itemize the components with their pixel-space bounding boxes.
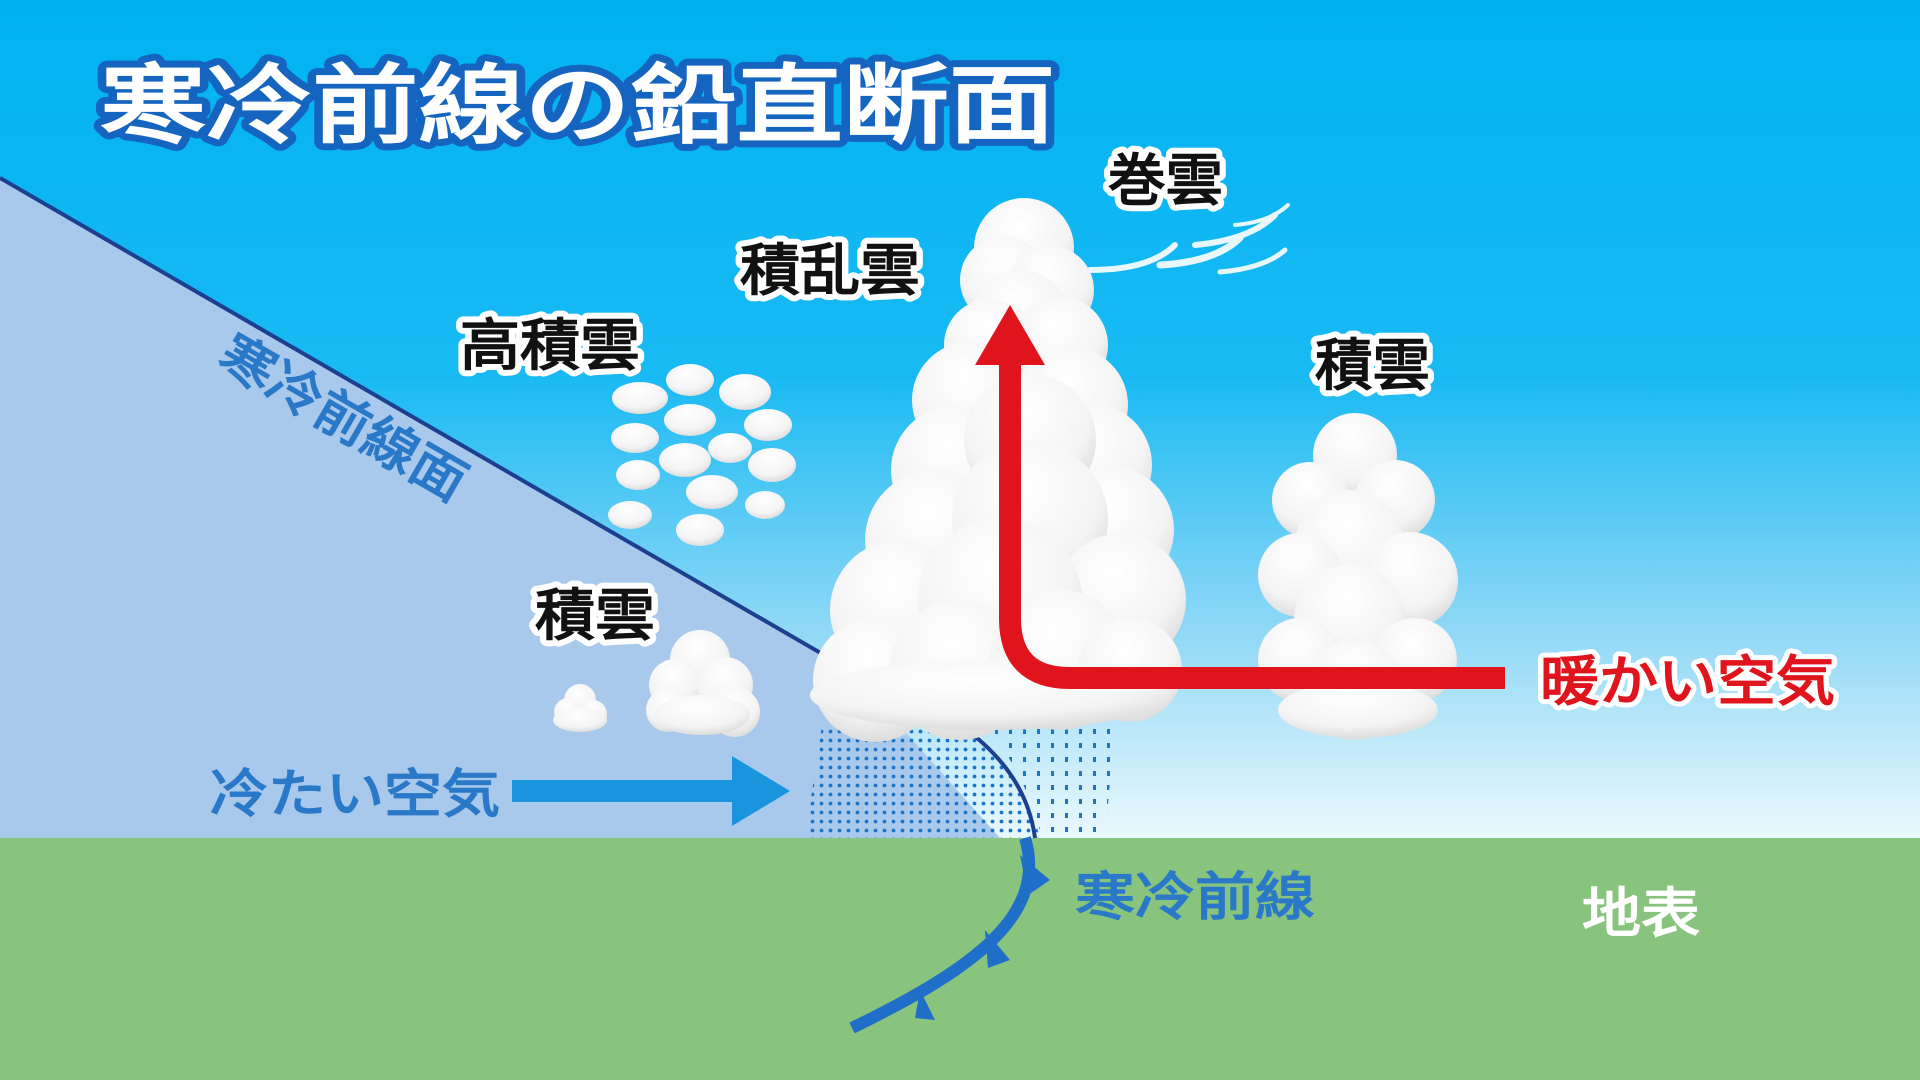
label-cirrus: 巻雲 <box>1108 149 1223 214</box>
cold-front-triangle <box>1020 855 1050 895</box>
cold-front-triangle <box>985 930 1010 968</box>
label-cold-air: 冷たい空気 <box>210 765 500 825</box>
rain-area-warm-side <box>985 725 1115 838</box>
cold-air-arrow <box>512 780 737 802</box>
altocumulus-clouds <box>608 364 796 546</box>
label-warm-air: 暖かい空気 <box>1540 650 1835 713</box>
label-cumulus-left: 積雲 <box>535 584 655 649</box>
label-cumulus-right: 積雲 <box>1315 334 1430 399</box>
label-cumulonimbus: 積乱雲 <box>740 239 920 304</box>
cold-air-arrowhead <box>732 756 790 826</box>
front-surface-line <box>0 176 852 672</box>
label-altocumulus: 高積雲 <box>460 314 640 379</box>
warm-air-arrow <box>999 360 1505 689</box>
page-title: 寒冷前線の鉛直断面 <box>100 56 1055 156</box>
cumulus-cloud-left <box>553 630 760 737</box>
cumulonimbus-cloud <box>810 198 1186 742</box>
label-cold-front: 寒冷前線 <box>1075 868 1315 928</box>
warm-air-arrowhead <box>975 305 1045 365</box>
ground <box>0 838 1920 1080</box>
cold-front-triangle <box>915 990 935 1020</box>
cirrus-clouds <box>1087 203 1290 275</box>
label-ground: 地表 <box>1582 882 1700 945</box>
rain-area <box>805 725 1040 838</box>
cumulus-cloud-right <box>1258 413 1458 740</box>
